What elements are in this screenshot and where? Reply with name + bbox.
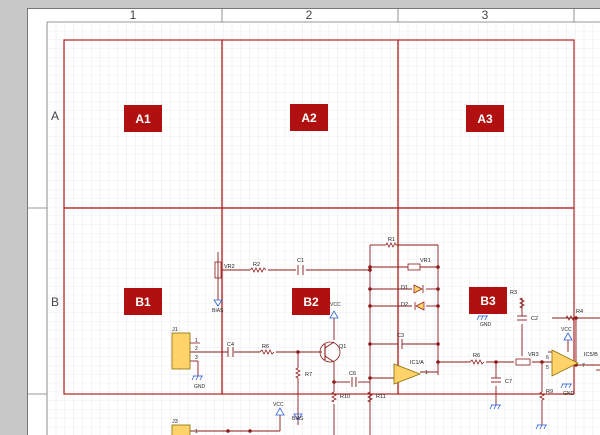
- vcc-symbol: [275, 407, 285, 416]
- label-ic5b: IC5/B: [584, 352, 598, 358]
- pin-label: 5: [546, 365, 549, 371]
- resistor-r2[interactable]: [249, 267, 267, 273]
- resistor-r7[interactable]: [295, 367, 301, 379]
- sheet-grid: [47, 22, 600, 435]
- label-r4: R4: [576, 309, 583, 315]
- row-label-b: B: [51, 295, 59, 309]
- bias-symbol: [213, 299, 223, 307]
- pin-label: 1: [425, 370, 428, 376]
- potentiometer-vr2[interactable]: [214, 261, 222, 279]
- region-tag-label: B3: [480, 294, 496, 308]
- resistor-r6-output[interactable]: [469, 359, 485, 365]
- pin-label: 2: [195, 346, 198, 352]
- label-r9: R9: [546, 389, 553, 395]
- sheet-frame: [27, 8, 600, 435]
- label-vr2: VR2: [224, 264, 235, 270]
- label-c2: C2: [531, 316, 538, 322]
- pin-label: 7: [582, 363, 585, 369]
- potentiometer-vr3[interactable]: [515, 358, 531, 366]
- junctions: [226, 265, 578, 433]
- net-vcc-ic5: VCC: [561, 327, 572, 333]
- connector-j1[interactable]: [171, 332, 191, 370]
- pin-label: 1: [195, 338, 198, 344]
- region-tag-label: A1: [135, 112, 151, 126]
- label-q1: Q1: [339, 344, 346, 350]
- label-c6: C6: [349, 371, 356, 377]
- region-tag-b1[interactable]: B1: [124, 288, 162, 315]
- diode-d2[interactable]: [415, 301, 425, 311]
- label-d2: D2: [401, 302, 408, 308]
- column-label-1: 1: [130, 8, 137, 22]
- label-vr1: VR1: [420, 258, 431, 264]
- region-tag-label: B1: [135, 295, 151, 309]
- row-label-a: A: [51, 109, 59, 123]
- label-r1: R1: [388, 237, 395, 243]
- opamp-ic1a[interactable]: [393, 363, 422, 385]
- resistor-r11[interactable]: [367, 391, 373, 403]
- label-j3: J3: [172, 419, 178, 425]
- label-c4: C4: [227, 342, 234, 348]
- net-gnd-ic5: GND: [563, 391, 575, 397]
- resistor-r1[interactable]: [385, 242, 397, 248]
- pin-label: 3: [195, 355, 198, 361]
- region-tag-label: A2: [301, 111, 317, 125]
- label-r6-output: R6: [473, 353, 480, 359]
- region-tag-label: A3: [477, 112, 493, 126]
- net-gnd-b3: GND: [480, 322, 492, 328]
- label-r7: R7: [305, 372, 312, 378]
- label-r6: R6: [262, 344, 269, 350]
- connector-j3[interactable]: [171, 424, 191, 435]
- label-ic1a: IC1/A: [410, 360, 424, 366]
- pin-label: 1: [195, 429, 198, 435]
- gnd-symbol: [489, 404, 501, 410]
- resistor-r9[interactable]: [539, 391, 545, 401]
- gnd-symbol: [476, 315, 488, 321]
- gnd-symbol: [560, 383, 572, 389]
- net-bias: BIAS: [212, 308, 224, 314]
- label-r10: R10: [340, 394, 350, 400]
- gnd-symbol: [191, 375, 203, 381]
- label-c1: C1: [297, 258, 304, 264]
- transistor-q1[interactable]: [319, 341, 341, 363]
- label-r11: R11: [376, 394, 386, 400]
- region-tag-label: B2: [303, 295, 319, 309]
- net-gnd: GND: [194, 384, 206, 390]
- resistor-r4[interactable]: [565, 315, 575, 321]
- region-tag-b3[interactable]: B3: [469, 287, 507, 314]
- diode-d1[interactable]: [413, 284, 423, 294]
- region-tag-a1[interactable]: A1: [124, 105, 162, 132]
- label-c3: C3: [397, 333, 404, 339]
- resistor-r6[interactable]: [259, 349, 275, 355]
- region-tag-b2[interactable]: B2: [292, 288, 330, 315]
- label-c7: C7: [505, 379, 512, 385]
- region-tag-a2[interactable]: A2: [290, 104, 328, 131]
- opamp-ic5b[interactable]: [551, 349, 579, 377]
- label-j1: J1: [172, 327, 178, 333]
- net-vcc-lower: VCC: [273, 402, 284, 408]
- region-b3[interactable]: [397, 207, 575, 395]
- column-label-3: 3: [482, 8, 489, 22]
- resistor-r10[interactable]: [331, 391, 337, 403]
- bias-symbol: [293, 413, 303, 421]
- resistor-r3[interactable]: [519, 297, 525, 309]
- label-r3: R3: [510, 290, 517, 296]
- label-d1: D1: [401, 285, 408, 291]
- label-r2: R2: [253, 262, 260, 268]
- label-vr3: VR3: [528, 352, 539, 358]
- gnd-symbol: [535, 424, 547, 430]
- vcc-symbol: [329, 310, 339, 319]
- net-bias-lower: BIAS: [292, 416, 304, 422]
- potentiometer-vr1[interactable]: [407, 263, 421, 271]
- region-tag-a3[interactable]: A3: [466, 105, 504, 132]
- net-vcc: VCC: [330, 302, 341, 308]
- column-label-2: 2: [306, 8, 313, 22]
- pin-label: 6: [546, 355, 549, 361]
- vcc-symbol: [563, 332, 573, 341]
